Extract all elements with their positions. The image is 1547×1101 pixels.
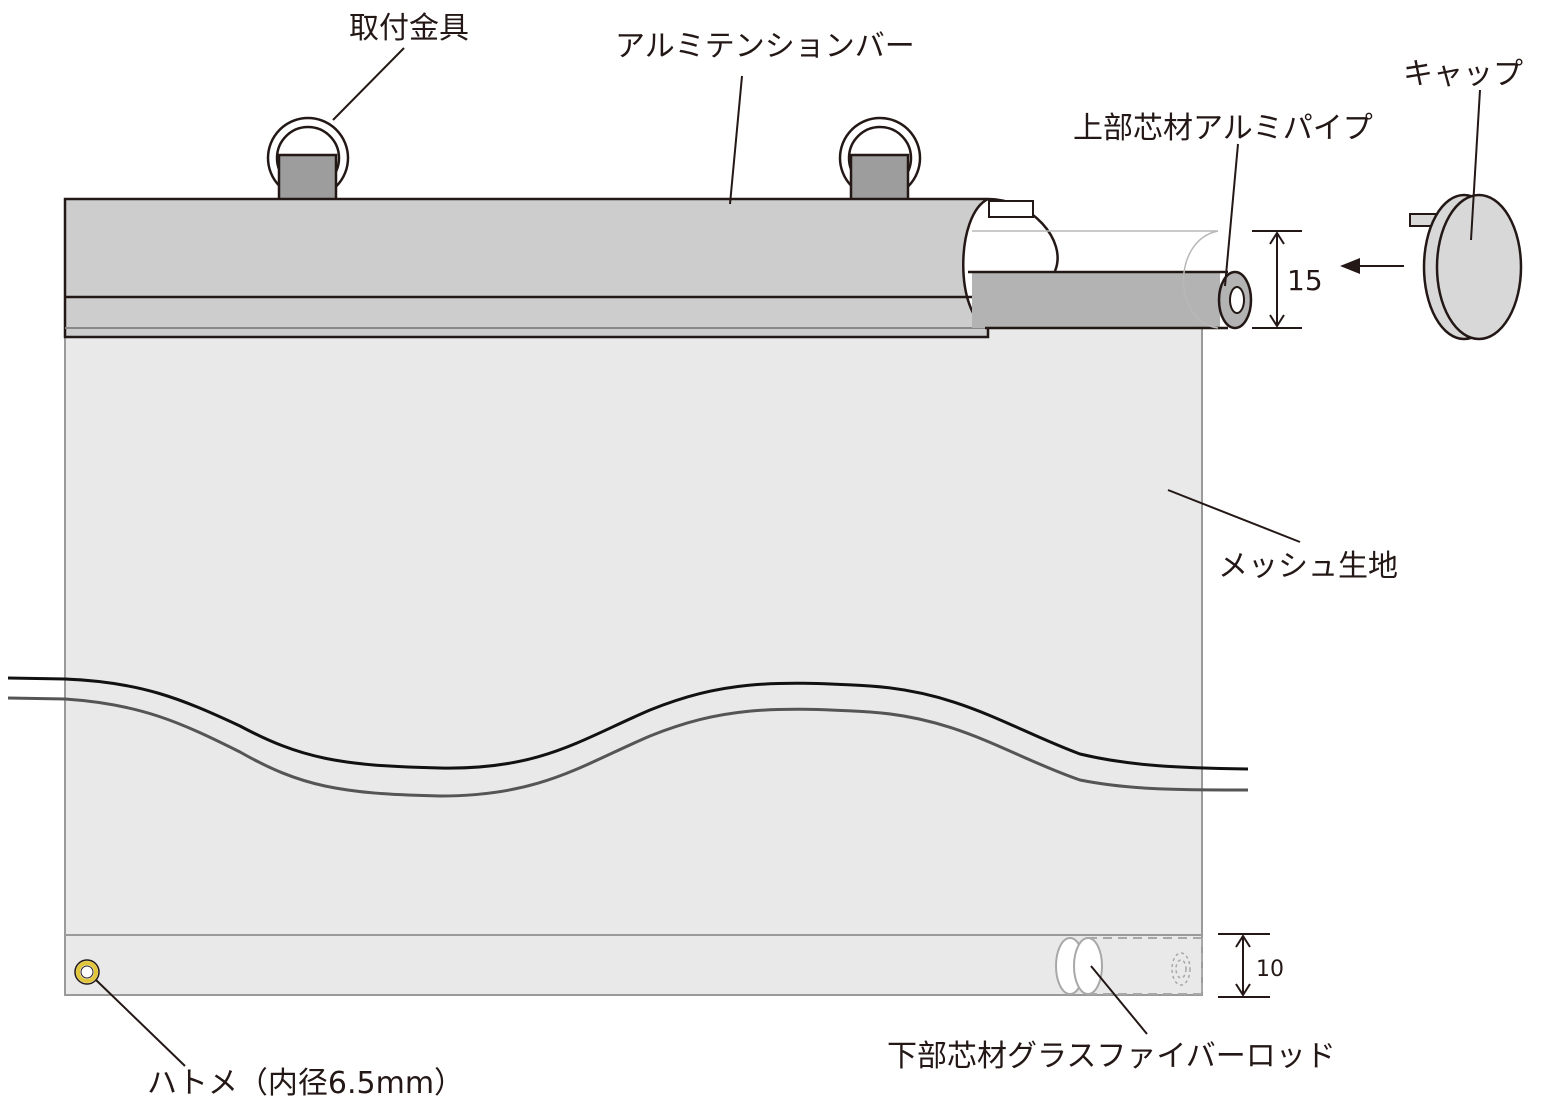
leader-grommet <box>95 979 186 1067</box>
label-grommet: ハトメ（内径6.5mm） <box>147 1066 464 1101</box>
label-mounting-bracket: 取付金具 <box>349 11 469 46</box>
label-tension-bar: アルミテンションバー <box>615 29 915 64</box>
leader-lines <box>95 47 1481 1067</box>
dimension-10 <box>1218 933 1270 998</box>
mesh-fabric <box>64 326 1203 996</box>
leader-tension-bar <box>729 75 743 205</box>
label-mesh: メッシュ生地 <box>1218 549 1398 584</box>
lower-fiberglass-rod <box>1055 937 1203 995</box>
leader-mounting-bracket <box>332 47 405 121</box>
aluminum-tension-bar <box>63 197 1059 339</box>
leader-mesh <box>1167 489 1301 543</box>
label-dimension-10: 10 <box>1256 957 1284 982</box>
upper-aluminum-pipe <box>968 230 1253 330</box>
grommet <box>74 959 100 985</box>
mounting-bracket-left <box>266 116 350 203</box>
mounting-bracket-right <box>838 116 922 203</box>
insert-arrow <box>1340 258 1404 274</box>
leader-lower-rod <box>1090 965 1148 1035</box>
label-dimension-15: 15 <box>1287 264 1323 297</box>
label-cap: キャップ <box>1403 57 1523 92</box>
dimension-15 <box>1252 230 1302 329</box>
leader-upper-pipe <box>1224 143 1239 287</box>
label-upper-pipe: 上部芯材アルミパイプ <box>1073 111 1373 146</box>
cap <box>1409 193 1523 341</box>
leader-cap <box>1470 89 1481 241</box>
label-lower-rod: 下部芯材グラスファイバーロッド <box>887 1039 1336 1074</box>
break-wave <box>7 676 1249 798</box>
